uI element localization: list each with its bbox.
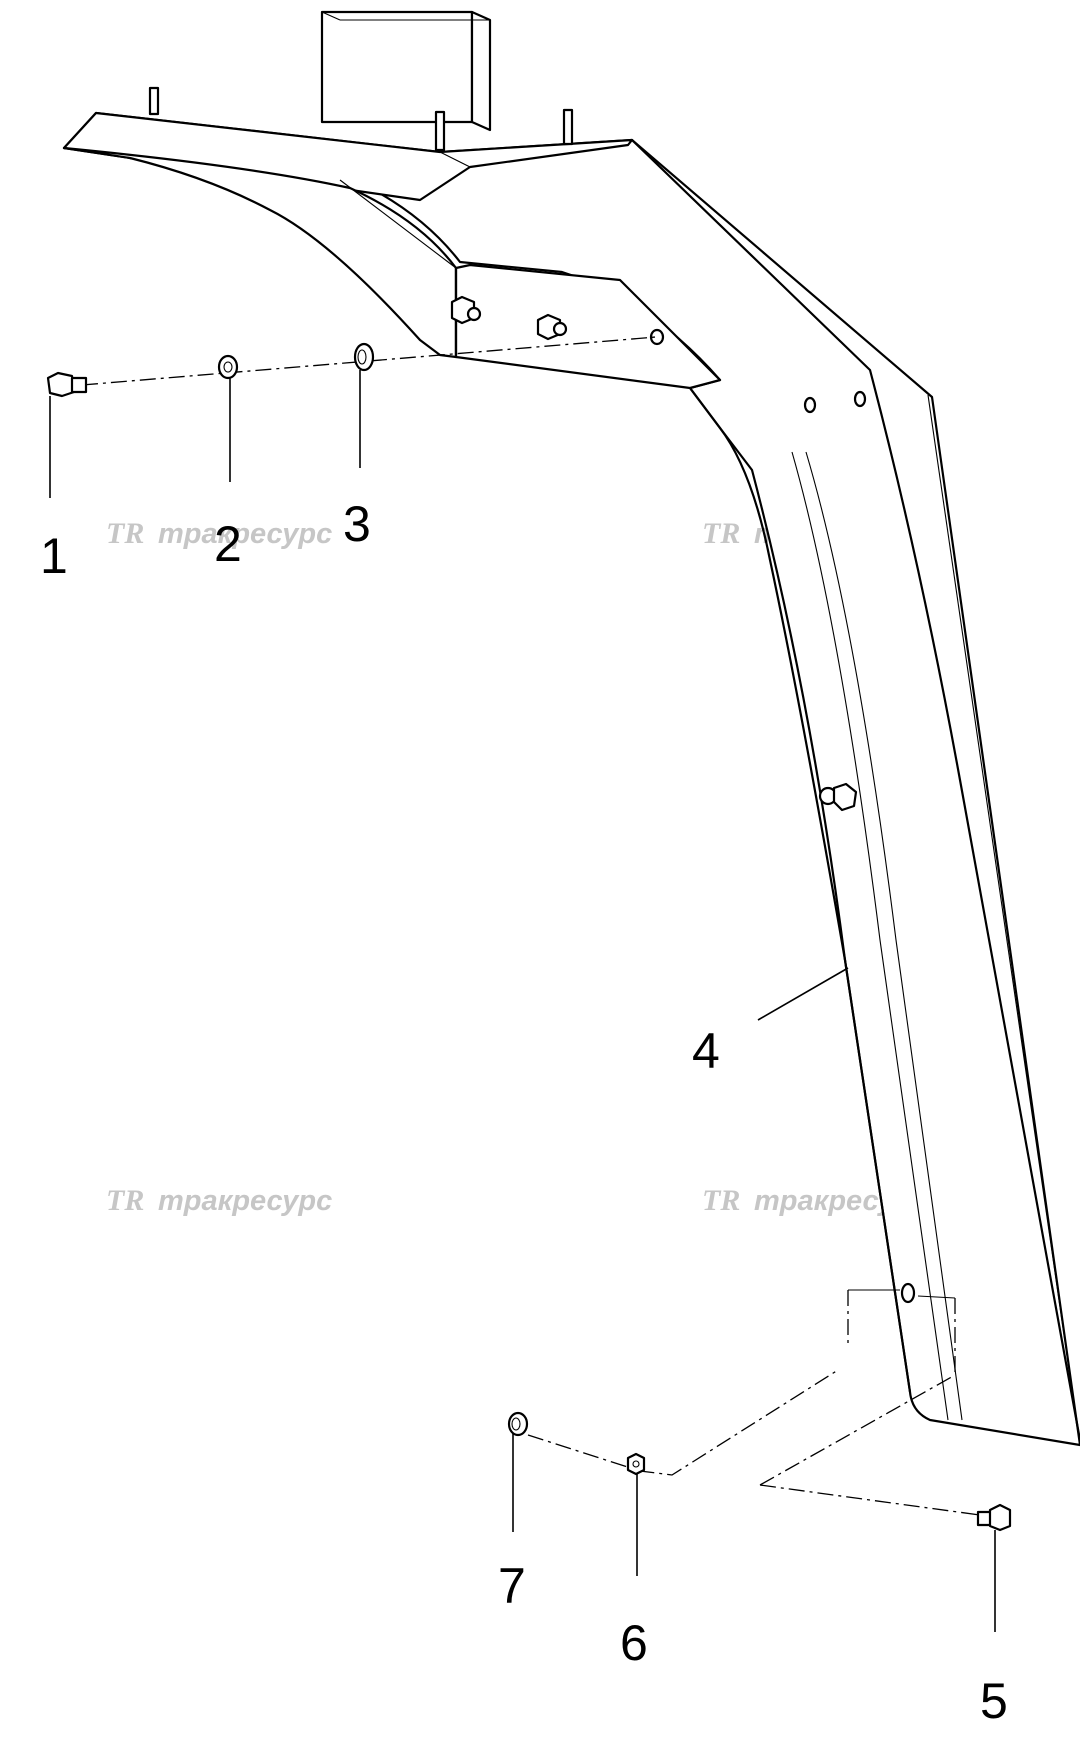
washer-hole [357,349,367,365]
callout-7: 7 [498,1558,526,1614]
stud-tip [649,328,665,346]
hex-nut [626,1452,646,1476]
watermark-logo: TR [702,517,740,550]
assembly-axis [81,336,657,386]
washer-part-2 [217,354,239,380]
assembly-axis [759,1374,956,1486]
top-block-edge [321,11,341,21]
stud [434,110,446,152]
watermark-text: тракресурс [158,518,332,550]
watermark-logo: TR [106,1184,144,1217]
stud [562,108,574,146]
plate-crease [339,179,457,269]
fastener-set-bottom [507,1369,1012,1532]
watermark-top-left: TR тракресурс [106,517,332,550]
tab-edge [917,1295,956,1299]
bolt-head [552,321,568,337]
callout-3: 3 [343,496,371,552]
callout-2: 2 [214,516,242,572]
fastener-set-top [46,336,657,398]
bolt-head [466,306,482,322]
washer-hole [223,361,233,373]
watermark-bottom-left: TR тракресурс [106,1184,332,1217]
washer-part-7 [507,1411,529,1437]
mid-bolt [818,782,858,812]
washer-part-3 [353,342,375,372]
assembly-axis [527,1369,839,1476]
assembly-axis [759,1484,981,1516]
callout-4: 4 [692,1023,720,1079]
stud [148,86,160,116]
leader-lines [49,370,996,1632]
top-block-front [320,10,474,124]
bolt-hex-head [988,1503,1012,1532]
bolt-part-1 [46,371,88,398]
callout-labels: 1 2 3 4 5 6 7 [40,496,1008,1729]
nut-hole [632,1460,640,1468]
plate-crease [439,151,471,168]
bolt-part-5 [976,1503,1012,1532]
tab-hole [900,1282,916,1304]
mounting-hole [853,390,867,408]
bolt-hex-head [46,371,76,398]
fender-inner-edge [689,387,912,1393]
watermark-logo: TR [106,517,144,550]
fender-outer-fold [631,139,1080,1441]
top-studs [148,86,574,152]
callout-5: 5 [980,1673,1008,1729]
fender-assembly [62,10,1080,1447]
watermark-logo: TR [702,1184,740,1217]
callout-6: 6 [620,1615,648,1671]
leader-4 [757,967,849,1021]
nut-part-6 [626,1452,646,1476]
hex-nut [832,782,858,812]
callout-1: 1 [40,528,68,584]
top-block-side [470,10,492,132]
fender-groove-2 [805,451,963,1421]
spring-washer [353,342,375,372]
bracket-bolts [450,295,665,346]
fender-outer-edge [927,394,1080,1446]
mounting-hole [803,396,817,414]
washer-hole [511,1417,521,1431]
fender-groove-1 [791,451,949,1421]
bolt-shank [70,376,88,394]
watermark-text: тракресурс [158,1185,332,1217]
washer-ring [217,354,239,380]
lower-mounting-tab [847,1282,956,1375]
